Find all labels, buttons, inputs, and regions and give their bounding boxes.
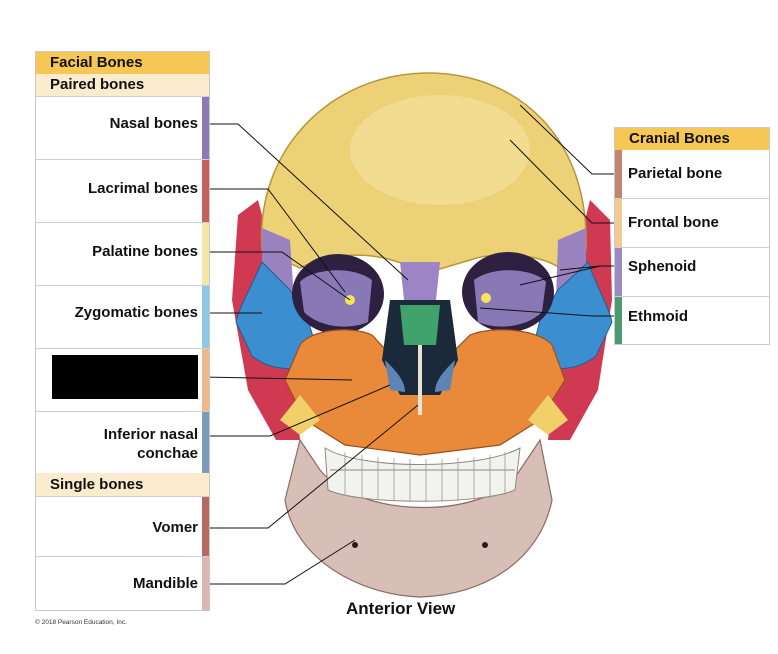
sphenoid-color-bar (615, 248, 622, 296)
frontal-bone-label: Frontal bone (628, 213, 719, 232)
inferior-nasal-conchae-color-bar (202, 412, 209, 473)
sphenoid-label: Sphenoid (628, 257, 696, 276)
ethmoid-color-bar (615, 297, 622, 344)
zygomatic-bones-label: Zygomatic bones (40, 303, 198, 322)
ethmoid-shape (400, 305, 440, 345)
frontal-bone-color-bar (615, 199, 622, 247)
parietal-bone-label: Parietal bone (628, 164, 722, 183)
inferior-nasal-conchae-line1: Inferior nasal (104, 426, 198, 443)
mandible-label: Mandible (40, 574, 198, 593)
nasal-bones-label: Nasal bones (40, 114, 198, 133)
palatine-bones-label: Palatine bones (40, 242, 198, 261)
mandible-color-bar (202, 557, 209, 610)
parietal-bone-color-bar (615, 150, 622, 198)
cranial-bones-header: Cranial Bones (615, 128, 769, 150)
copyright-text: © 2018 Pearson Education, Inc. (35, 619, 127, 626)
redacted-color-bar (202, 349, 209, 411)
nasal-bone-shape (400, 262, 440, 300)
palatine-bones-color-bar (202, 223, 209, 285)
zygomatic-bones-color-bar (202, 286, 209, 348)
inferior-nasal-conchae-line2: conchae (137, 445, 198, 462)
lacrimal-bones-label: Lacrimal bones (40, 179, 198, 198)
nasal-bones-color-bar (202, 97, 209, 159)
facial-bones-header: Facial Bones (36, 52, 209, 74)
teeth-shape (325, 448, 520, 501)
view-title: Anterior View (346, 599, 455, 619)
ethmoid-label: Ethmoid (628, 307, 688, 326)
single-bones-header: Single bones (36, 473, 209, 496)
inferior-nasal-conchae-label: Inferior nasal conchae (40, 425, 198, 463)
redacted-label-box (52, 355, 198, 399)
vomer-label: Vomer (40, 518, 198, 537)
lacrimal-bones-color-bar (202, 160, 209, 222)
paired-bones-header: Paired bones (36, 74, 209, 96)
vomer-color-bar (202, 497, 209, 556)
